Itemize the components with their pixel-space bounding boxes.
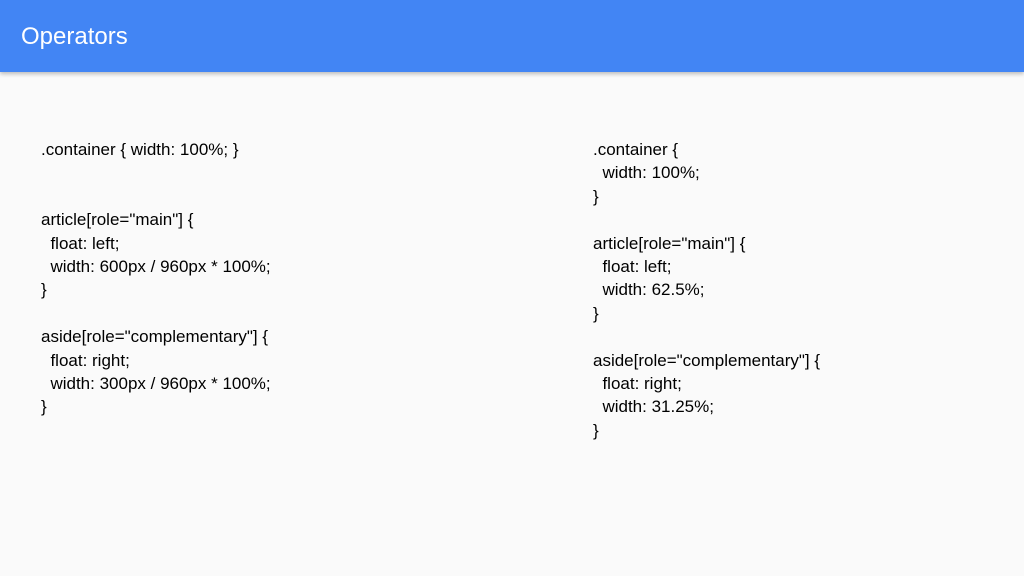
code-line: .container { width: 100%; } bbox=[41, 140, 239, 159]
code-line bbox=[41, 161, 521, 184]
code-line: article[role="main"] { bbox=[593, 233, 746, 253]
code-line: } bbox=[593, 186, 599, 206]
slide-title: Operators bbox=[21, 23, 128, 50]
code-line: float: right; bbox=[593, 373, 682, 393]
code-line bbox=[41, 302, 521, 325]
code-line: } bbox=[593, 420, 599, 440]
code-line: float: left; bbox=[41, 233, 120, 253]
right-code-block: .container { width: 100%; } article[role… bbox=[593, 138, 1013, 442]
code-line: width: 300px / 960px * 100%; bbox=[41, 373, 271, 393]
code-line: width: 31.25%; bbox=[593, 397, 714, 417]
code-line: float: left; bbox=[593, 256, 672, 276]
code-line bbox=[41, 185, 521, 208]
left-code-block: .container { width: 100%; } article[role… bbox=[41, 138, 521, 419]
code-line: .container { bbox=[593, 140, 679, 159]
code-line: width: 100%; bbox=[593, 163, 700, 183]
code-line: } bbox=[41, 397, 47, 417]
code-line: width: 62.5%; bbox=[593, 280, 705, 300]
code-line: } bbox=[41, 280, 47, 300]
slide-header: Operators bbox=[0, 0, 1024, 72]
code-line: article[role="main"] { bbox=[41, 210, 194, 230]
code-line bbox=[593, 325, 1013, 348]
code-line: width: 600px / 960px * 100%; bbox=[41, 256, 271, 276]
code-line bbox=[593, 208, 1013, 231]
code-line: aside[role="complementary"] { bbox=[41, 327, 269, 347]
code-line: aside[role="complementary"] { bbox=[593, 350, 821, 370]
code-line: float: right; bbox=[41, 350, 130, 370]
code-line: } bbox=[593, 303, 599, 323]
